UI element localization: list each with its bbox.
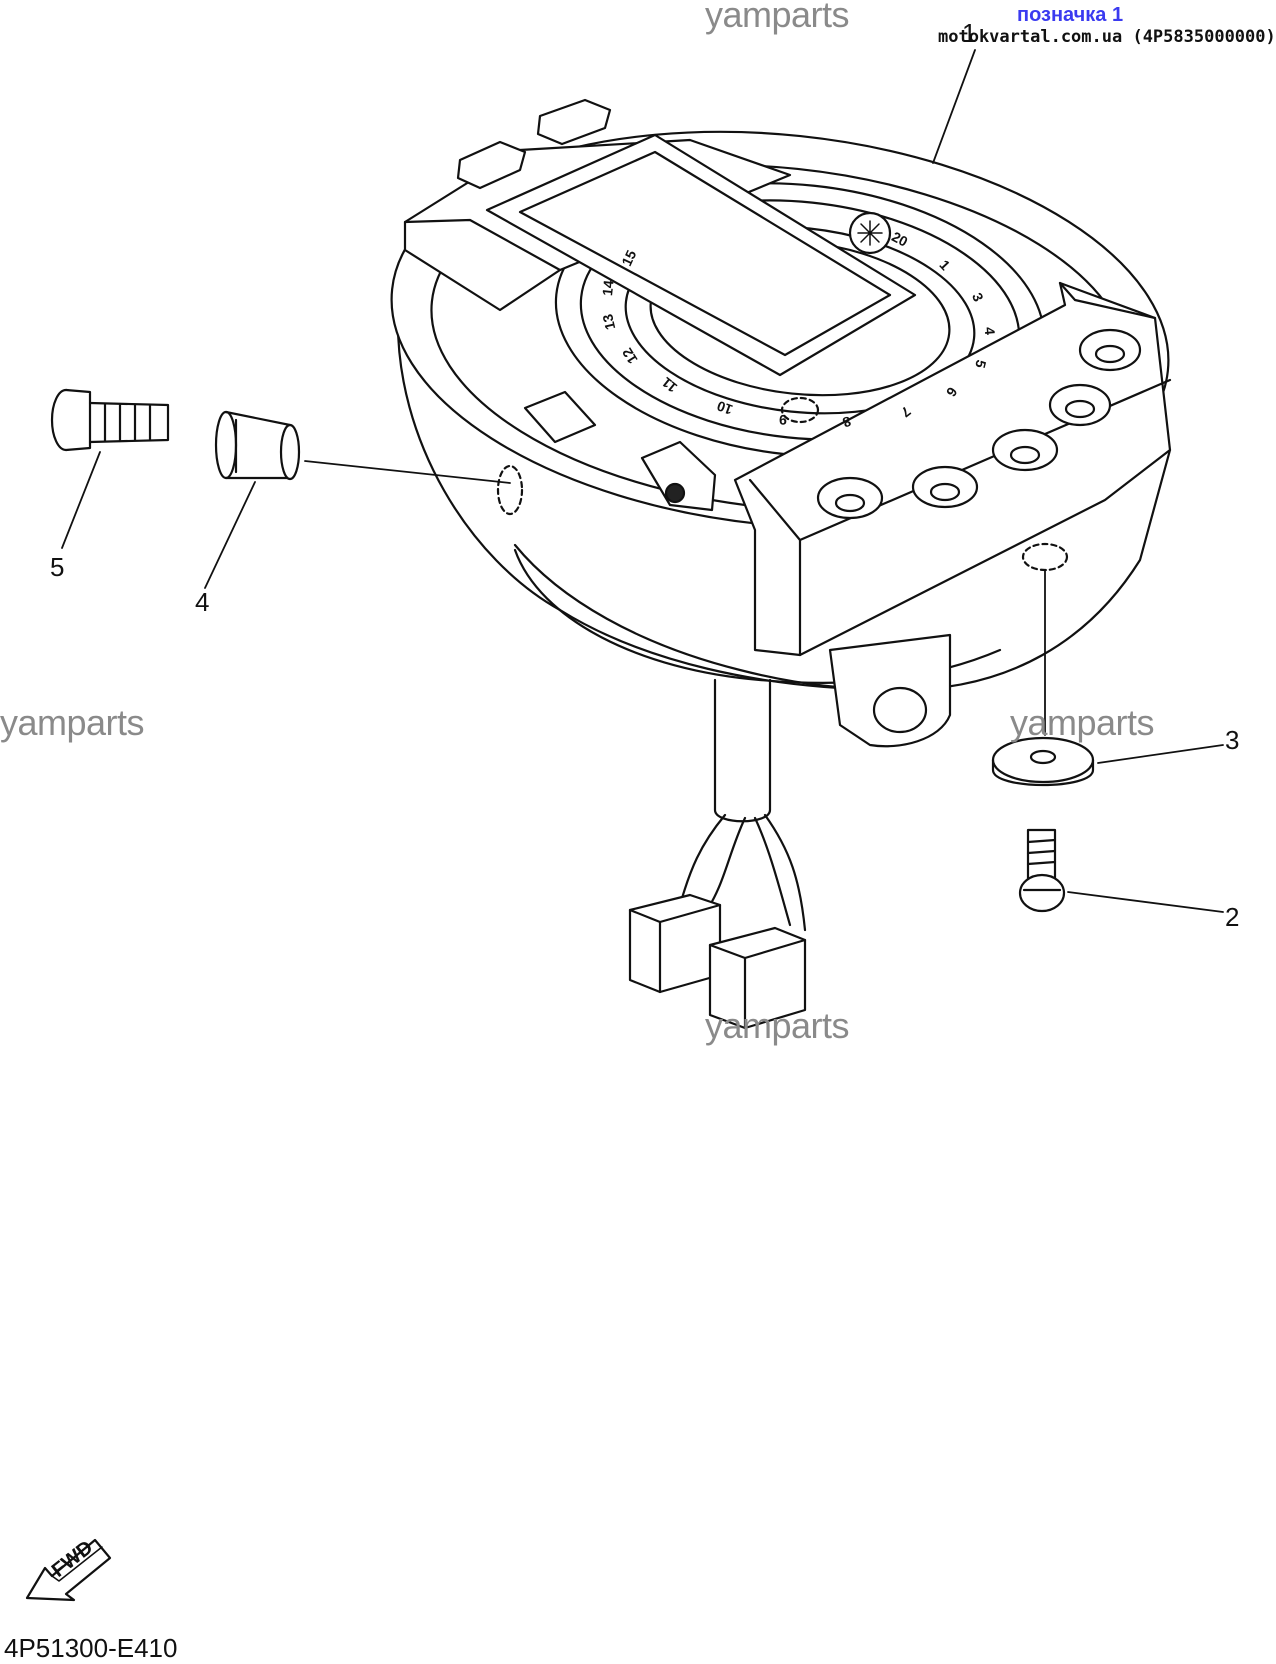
callout-3: 3 [1225, 725, 1240, 755]
site-reference: motokvartal.com.ua (4P5835000000) [938, 27, 1276, 47]
callout-1: 1 [962, 18, 977, 48]
meter-assembly-drawing [25, 49, 1224, 1602]
part-badge: позначка 1 [1017, 4, 1124, 26]
part-2-screw [1018, 828, 1066, 913]
part-5-bolt [50, 388, 170, 452]
gauge-scale-number: 14 [599, 279, 617, 297]
leader-lines [61, 49, 1224, 913]
watermark-text: yamparts [705, 1005, 850, 1046]
callout-2: 2 [1225, 902, 1240, 932]
callout-4: 4 [195, 587, 210, 617]
watermark-text: yamparts [1010, 702, 1155, 743]
watermark-text: yamparts [0, 702, 145, 743]
diagram-code: 4P51300-E410 [4, 1633, 178, 1663]
meter-assembly [390, 98, 1172, 1030]
fwd-arrow [25, 1538, 112, 1602]
callout-5: 5 [50, 552, 65, 582]
gauge-scale-number: 9 [779, 412, 788, 429]
part-4-collar [214, 410, 301, 481]
part-3-grommet [991, 736, 1095, 787]
watermark-text: yamparts [705, 0, 850, 35]
gauge-scale-number: 4 [981, 326, 999, 336]
